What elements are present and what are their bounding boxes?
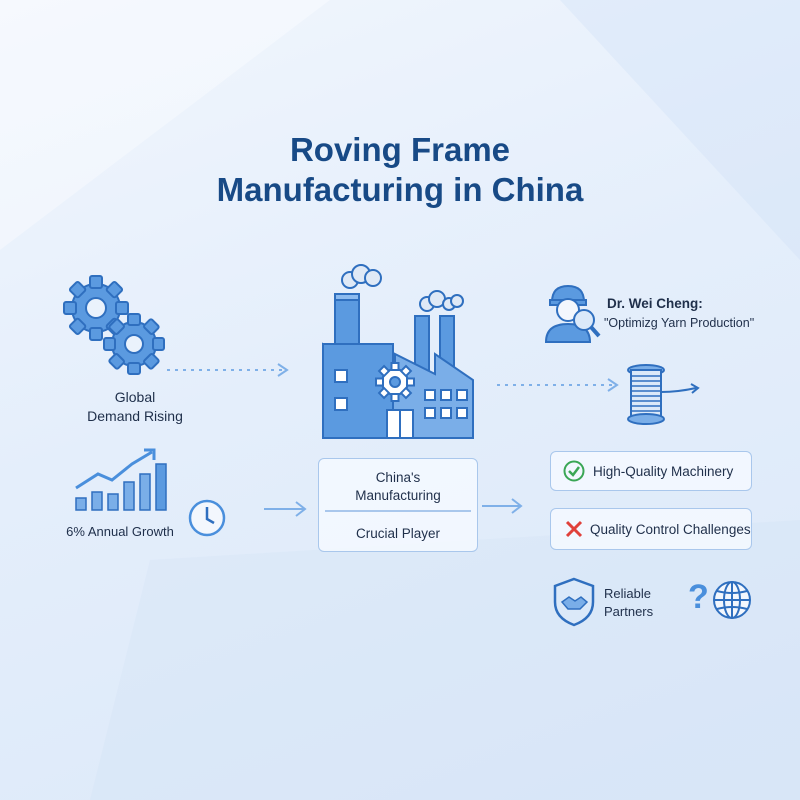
dotted-arrow-right bbox=[497, 378, 619, 392]
arrow-to-china-box bbox=[264, 501, 307, 517]
growth-chart-icon bbox=[75, 448, 167, 511]
demand-label: Global Demand Rising bbox=[87, 389, 183, 424]
china-box-divider bbox=[325, 510, 471, 512]
check-icon bbox=[563, 460, 585, 482]
expert-avatar-icon bbox=[544, 284, 601, 343]
pro-item-high-quality: High-Quality Machinery bbox=[550, 451, 752, 491]
growth-label: 6% Annual Growth bbox=[66, 524, 174, 539]
clock-icon bbox=[188, 499, 226, 537]
partners-label: Reliable Partners bbox=[604, 586, 654, 619]
expert-name: Dr. Wei Cheng: bbox=[607, 296, 703, 311]
con-item-quality-control: Quality Control Challenges bbox=[550, 508, 752, 550]
factory-icon bbox=[322, 264, 474, 439]
page-title: Roving Frame Manufacturing in China bbox=[216, 131, 584, 208]
cross-icon bbox=[565, 520, 583, 538]
pro-label: High-Quality Machinery bbox=[593, 463, 734, 479]
globe-icon bbox=[713, 581, 751, 619]
yarn-spool-icon bbox=[627, 364, 700, 425]
con-label: Quality Control Challenges bbox=[590, 521, 751, 537]
gears-icon bbox=[63, 275, 165, 375]
dotted-arrow-left bbox=[167, 363, 289, 377]
expert-quote: "Optimizg Yarn Production" bbox=[604, 316, 755, 330]
arrow-from-china-box bbox=[482, 498, 523, 514]
handshake-shield-icon bbox=[553, 577, 595, 627]
china-box-title: China's Manufacturing bbox=[355, 470, 441, 503]
china-box-subtitle: Crucial Player bbox=[355, 525, 441, 541]
question-mark-icon: ? bbox=[688, 578, 709, 616]
china-manufacturing-box: China's Manufacturing Crucial Player bbox=[318, 458, 478, 552]
